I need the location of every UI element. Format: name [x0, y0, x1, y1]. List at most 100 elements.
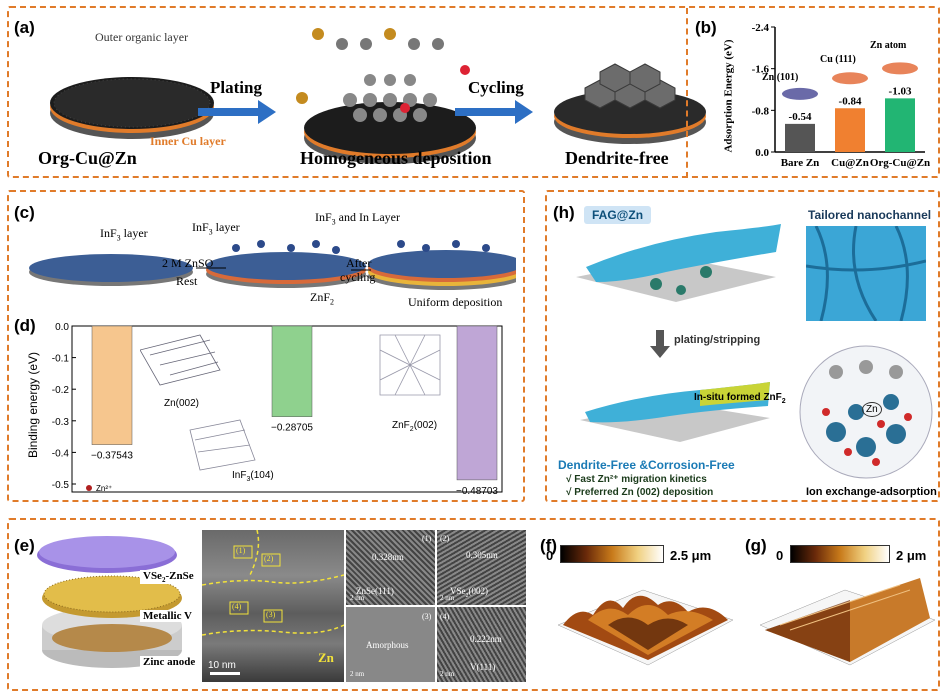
plating-down-arrow-icon: [650, 330, 670, 358]
e-zinc-anode-label: Zinc anode: [140, 656, 199, 668]
h-kinetics-label: √ Fast Zn²⁺ migration kinetics: [566, 474, 707, 485]
f-scale-min: 0: [546, 548, 554, 563]
f-afm-surface: [557, 589, 734, 666]
e-n3: (3): [422, 612, 432, 621]
d-tick-label: -0.4: [52, 448, 70, 459]
divider-ab: [686, 8, 688, 178]
h-zn002-label: √ Preferred Zn (002) deposition: [566, 487, 714, 498]
c-rest-label: Rest: [176, 274, 198, 288]
d-inf3-label: InF3(104): [232, 470, 274, 483]
e-tem-image: [202, 530, 344, 682]
d-tick-label: -0.3: [52, 417, 70, 428]
b-tick-label: -1.6: [752, 64, 770, 76]
b-bar-label: -0.54: [789, 111, 812, 123]
e-p3: Amorphous: [366, 640, 409, 650]
e-p4: V(111): [470, 662, 496, 672]
b-tick-label: -2.4: [752, 22, 770, 34]
h-nanochannel-image: [806, 226, 926, 321]
h-zn-label: Zn: [862, 402, 882, 417]
d-crystal-structures: [140, 334, 441, 471]
b-category-label: Cu@Zn: [831, 157, 869, 169]
panel-label-f: (f): [540, 536, 557, 555]
d-tick-label: 0.0: [55, 322, 69, 333]
f-scale-max: 2.5 μm: [670, 548, 712, 563]
e-tem-l3: (3): [266, 610, 276, 619]
e-tem-l4: (4): [232, 602, 242, 611]
b-anno-cu111: Cu (111): [820, 54, 856, 65]
e-tem-l1: (1): [236, 546, 246, 555]
zn-ion-icon: [86, 485, 92, 491]
c-inf3-layer-2: InF3 layer: [192, 220, 240, 237]
panel-a-frame: [7, 6, 940, 178]
c-inf3-layer: InF3 layer: [100, 226, 148, 243]
panel-e-frame: [7, 518, 940, 691]
h-ion-label: Ion exchange-adsorption: [806, 486, 937, 498]
d-bar: [456, 325, 498, 481]
e-metallic-v-label: Metallic V: [140, 610, 195, 622]
plating-label: Plating: [210, 78, 262, 97]
panel-label-c: (c): [14, 203, 35, 222]
fag-zn-badge: FAG@Zn: [584, 206, 652, 224]
panel-label-b: (b): [695, 18, 717, 37]
c-after-label: After: [346, 256, 372, 270]
d-bar-label: −0.37543: [91, 451, 133, 462]
b-surface-model: [882, 62, 918, 75]
hrtem-2: [437, 530, 526, 605]
d-bar: [91, 325, 133, 445]
e-p1: ZnSe(111): [356, 586, 394, 596]
e-s1: 2 nm: [350, 594, 365, 602]
c-znf2-label: ZnF2: [310, 290, 335, 307]
d-zn002-label: Zn(002): [164, 398, 200, 409]
h-bottom-sheet: [580, 382, 770, 442]
f-colorbar: [560, 545, 664, 563]
h-insitu-label: In-situ formed ZnF2: [694, 392, 786, 405]
d-znf2-label: ZnF2(002): [392, 420, 438, 433]
d-tick-label: -0.2: [52, 385, 70, 396]
e-n4: (4): [440, 612, 450, 621]
hrtem-3: [346, 607, 435, 682]
e-d4: 0.222nm: [470, 634, 502, 644]
panel-label-a: (a): [14, 18, 35, 37]
panel-c-frame: [7, 190, 525, 502]
d-ylabel: Binding energy (eV): [26, 351, 41, 459]
g-scale-max: 2 μm: [896, 548, 927, 563]
cycling-label: Cycling: [468, 78, 524, 97]
b-category-label: Org-Cu@Zn: [870, 157, 930, 169]
e-s4: 2 nm: [440, 670, 455, 678]
panel-label-h: (h): [553, 203, 575, 222]
binding-energy-chart: 0.0-0.1-0.2-0.3-0.4-0.5−0.37543−0.28705−…: [52, 322, 503, 494]
e-tem-zn: Zn: [318, 650, 334, 665]
panel-c-schematic: [29, 240, 516, 290]
d-bar-label: −0.48703: [456, 486, 498, 494]
panel-label-e: (e): [14, 536, 35, 555]
c-znso-label: 2 M ZnSO: [162, 256, 214, 270]
c-uniform-label: Uniform deposition: [408, 295, 503, 309]
b-ylabel: Adsorption Energy (eV): [722, 39, 735, 153]
tailored-label: Tailored nanochannel: [808, 208, 932, 222]
disk-org-cu-zn: [50, 77, 214, 139]
e-n2: (2): [440, 534, 450, 543]
e-p2: VSe2(002): [450, 586, 488, 599]
g-colorbar: [790, 545, 890, 563]
e-d1: 0.328nm: [372, 552, 404, 562]
panel-label-d: (d): [14, 316, 36, 335]
h-df-label: Dendrite-Free &Corrosion-Free: [558, 458, 735, 472]
disk-homogeneous: [296, 28, 476, 164]
b-tick-label: 0.0: [755, 147, 769, 159]
b-bar-label: -1.03: [889, 85, 912, 97]
e-tem-overlay: [202, 530, 344, 675]
e-s3: 2 nm: [350, 670, 365, 678]
disk-dendrite-free: [554, 63, 706, 144]
d-legend: Zn²⁺: [86, 484, 112, 493]
e-tem-scale: 10 nm: [208, 660, 236, 671]
h-top-sheet: [576, 224, 781, 302]
homogeneous-label: Homogeneous deposition: [300, 148, 492, 168]
inner-cu-label: Inner Cu layer: [150, 134, 226, 148]
d-tick-label: -0.5: [52, 480, 70, 491]
panel-label-g: (g): [745, 536, 767, 555]
g-scale-min: 0: [776, 548, 784, 563]
e-vse2-label: VSe2-ZnSe: [140, 570, 197, 585]
c-inf3-in-layer: InF3 and In Layer: [315, 210, 400, 227]
b-surface-model: [782, 87, 818, 100]
